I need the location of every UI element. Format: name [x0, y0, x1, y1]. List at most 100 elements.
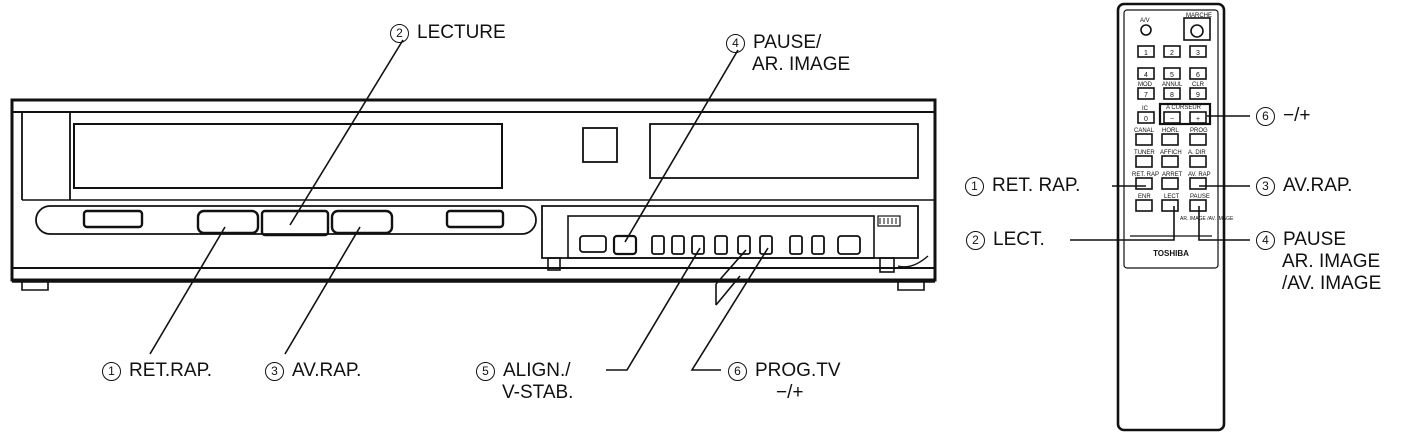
remote-body	[1116, 2, 1226, 432]
door-hinge	[547, 257, 561, 271]
remote-key-affich-text: AFFICH	[1160, 150, 1182, 156]
door-key-2	[671, 235, 685, 255]
door-key-6	[759, 235, 773, 255]
leader-align	[606, 247, 701, 371]
label-pause-line2: AR. IMAGE	[752, 54, 851, 75]
label-prog-tv-number: 6	[728, 362, 747, 381]
door-key-1	[651, 235, 665, 255]
door-button-1	[579, 235, 607, 253]
door-key-8	[811, 235, 825, 255]
leader-pause	[624, 49, 739, 243]
remote-digit-5: 5	[1170, 72, 1174, 79]
label-remote-minus-plus-text: −/+	[1283, 105, 1311, 126]
tape-counter	[877, 215, 901, 227]
remote-key-texts: A/V MARCHE 1 2 3 4 5 6 MOD ANNUL CLR 7 8…	[1132, 13, 1234, 258]
label-remote-lect-text: LECT.	[993, 229, 1045, 250]
leader-prog-tv	[690, 247, 769, 371]
remote-digit-7: 7	[1144, 92, 1148, 99]
label-prog-tv-line1: PROG.TV	[755, 360, 841, 381]
display-window	[649, 123, 919, 179]
remote-key-clr-text: CLR	[1192, 82, 1205, 88]
av-key	[1140, 24, 1152, 36]
remote-key-mod-text: MOD	[1138, 82, 1153, 88]
label-ret-rap: 1 RET.RAP.	[102, 360, 212, 382]
play-button	[260, 209, 330, 237]
label-av-rap-number: 3	[265, 362, 284, 381]
remote-brand: TOSHIBA	[1153, 249, 1189, 258]
label-align-line1: ALIGN./	[503, 360, 571, 381]
remote-digit-8: 8	[1170, 92, 1174, 99]
label-pause-number: 4	[726, 34, 745, 53]
remote-key-annul-text: ANNUL	[1162, 82, 1183, 88]
remote-key-tuner-text: TUNER	[1134, 150, 1155, 156]
door-key-5	[737, 235, 751, 255]
door-key-7	[789, 235, 803, 255]
remote-key-arav-image-text: AR. IMAGE /AV. IMAGE	[1180, 216, 1234, 222]
remote-key-enr-text: ENR	[1138, 194, 1151, 200]
marche-key-frame	[1183, 17, 1211, 41]
door-panel	[567, 215, 875, 259]
fast-forward-button	[330, 209, 394, 235]
pause-button	[612, 234, 638, 256]
door-key-4	[714, 235, 728, 255]
remote-key-ic-text: IC	[1142, 106, 1149, 112]
remote-digit-6: 6	[1196, 72, 1200, 79]
label-align-number: 5	[476, 362, 495, 381]
remote-key-minus-text: −	[1170, 116, 1174, 123]
remote-key-av-rap-text: AV. RAP	[1188, 172, 1211, 178]
label-remote-pause-number: 4	[1256, 231, 1275, 250]
leader-remote-lect	[1070, 206, 1175, 241]
label-remote-av-rap-number: 3	[1256, 177, 1275, 196]
label-remote-lect: 2 LECT.	[966, 229, 1045, 251]
remote-key-plus-text: +	[1196, 116, 1200, 123]
vcr-outline	[10, 98, 937, 282]
cassette-slot	[73, 123, 503, 189]
rewind-button	[196, 209, 260, 235]
remote-key-adir-text: A. DIR	[1188, 150, 1206, 156]
label-ret-rap-text: RET.RAP.	[129, 360, 213, 381]
vcr-foot-right	[897, 282, 925, 291]
remote-key-lect-text: LECT	[1164, 194, 1180, 200]
leader-lecture	[289, 39, 404, 226]
remote-digit-1: 1	[1144, 50, 1148, 57]
remote-digit-0: 0	[1144, 116, 1148, 123]
label-lecture-number: 2	[390, 24, 409, 43]
label-remote-pause-line3: /AV. IMAGE	[1282, 273, 1382, 294]
vcr-unit	[10, 98, 937, 306]
remote-key-prog-text: PROG	[1190, 128, 1208, 134]
leader-av-rap	[284, 226, 361, 355]
remote-leader-lines	[1070, 115, 1250, 241]
label-av-rap-text: AV.RAP.	[292, 360, 362, 381]
remote-key-curseur-text: A CURSEUR	[1166, 105, 1202, 111]
remote-digit-3: 3	[1196, 50, 1200, 57]
label-remote-lect-number: 2	[966, 231, 985, 250]
leader-remote-pause	[1198, 206, 1250, 241]
label-remote-ret-rap-text: RET. RAP.	[992, 175, 1081, 196]
label-lecture-text: LECTURE	[417, 22, 506, 43]
remote-key-pause-text: PAUSE	[1190, 194, 1210, 200]
label-lecture: 2 LECTURE	[390, 22, 506, 44]
remote-key-panel	[1123, 9, 1219, 269]
label-remote-pause-line1: PAUSE	[1283, 229, 1347, 250]
remote-key-ret-rap-text: RET. RAP	[1132, 172, 1159, 178]
label-remote-pause-line2: AR. IMAGE	[1282, 251, 1381, 272]
label-align: 5 ALIGN./ V-STAB.	[476, 360, 573, 404]
label-align-line2: V-STAB.	[502, 382, 574, 403]
remote-key-arret-text: ARRET	[1162, 172, 1183, 178]
front-door	[541, 205, 919, 259]
stop-button	[445, 209, 505, 229]
door-key-9	[837, 235, 861, 255]
remote-digit-9: 9	[1196, 92, 1200, 99]
remote-key-canal-text: CANAL	[1134, 128, 1155, 134]
leader-ret-rap	[149, 226, 226, 355]
vcr-leader-lines	[149, 39, 769, 371]
remote-key-horl-text: HORL	[1162, 128, 1179, 134]
remote-key-av-text: A/V	[1140, 18, 1150, 24]
marche-key	[1190, 24, 1204, 38]
label-ret-rap-number: 1	[102, 362, 121, 381]
label-remote-minus-plus-number: 6	[1256, 107, 1275, 126]
door-latch	[879, 257, 895, 273]
